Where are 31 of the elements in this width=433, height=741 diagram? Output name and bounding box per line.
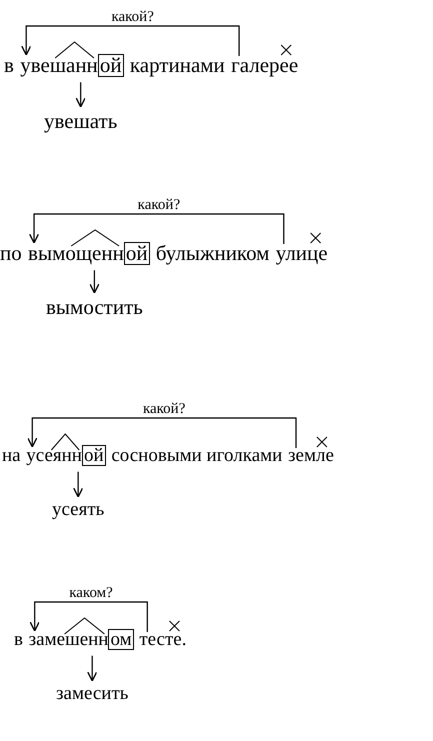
- word: вымощенн: [28, 240, 124, 266]
- word: сосновыми иголками: [111, 444, 282, 468]
- word: замесить: [56, 682, 128, 706]
- word: увешать: [44, 108, 118, 134]
- arrow: [87, 656, 98, 682]
- word: усеять: [52, 498, 104, 522]
- arrow: [30, 601, 148, 632]
- word: картинами: [130, 52, 225, 78]
- ending-box: ом: [108, 629, 134, 650]
- arrow: [89, 270, 100, 294]
- ending-box: ой: [82, 445, 106, 466]
- word: по: [0, 240, 22, 266]
- word: в: [14, 628, 23, 652]
- ending-box: ой: [124, 242, 150, 265]
- word: тесте.: [139, 628, 186, 652]
- word: булыжником: [156, 240, 270, 266]
- arrow: [28, 213, 284, 244]
- word: улице: [276, 240, 328, 266]
- word: галерее: [231, 52, 298, 78]
- word: на: [2, 444, 21, 468]
- word: в: [4, 52, 14, 78]
- ending-box: ой: [98, 54, 124, 77]
- word: земле: [288, 444, 334, 468]
- word: усеянн: [26, 444, 82, 468]
- arrow: [21, 25, 240, 56]
- word: вымостить: [46, 294, 143, 320]
- arrow: [72, 472, 84, 498]
- word: замешенн: [28, 628, 108, 652]
- arrow: [27, 417, 297, 448]
- arrow: [76, 82, 86, 108]
- word: увешанн: [20, 52, 98, 78]
